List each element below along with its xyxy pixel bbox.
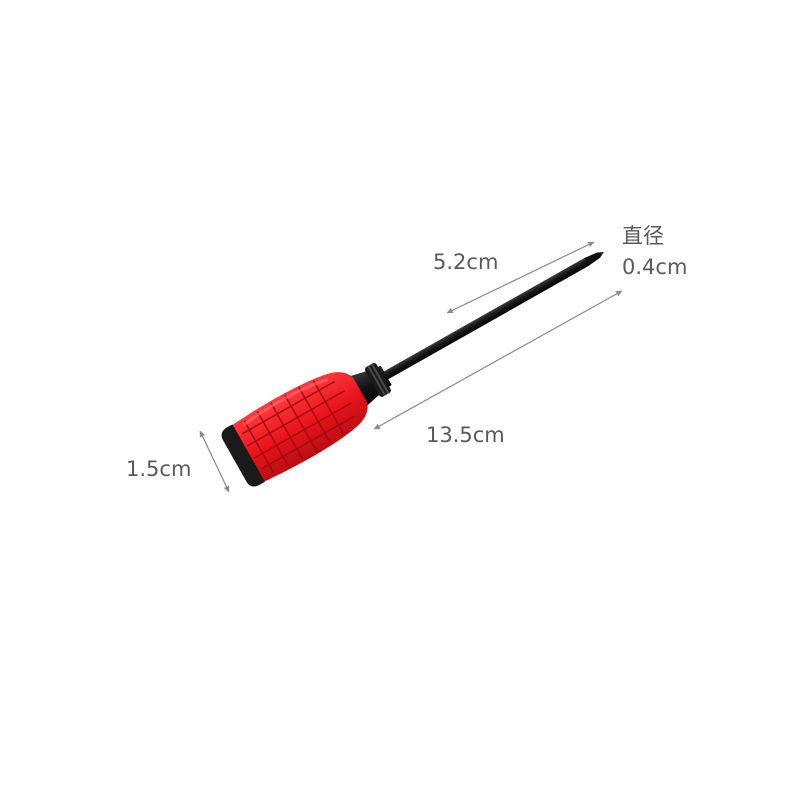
total-length-label: 13.5cm — [426, 423, 505, 447]
handle-grip-texture — [241, 380, 355, 474]
screwdriver-shaft — [382, 257, 590, 380]
handle-end-cap — [221, 424, 265, 487]
tip-diameter-value: 0.4cm — [622, 255, 688, 279]
tip-diameter-title: 直径 — [622, 224, 664, 248]
handle-diameter-label: 1.5cm — [126, 457, 192, 481]
collar-ring-groove — [367, 365, 386, 396]
total-length-dimension-line — [373, 290, 623, 430]
shaft-length-label: 5.2cm — [433, 250, 499, 274]
handle-highlight — [243, 378, 329, 426]
screwdriver-tip — [584, 252, 604, 266]
handle-diameter-dimension-line — [199, 430, 230, 493]
collar-ring-groove — [370, 363, 390, 395]
screwdriver — [221, 252, 604, 487]
